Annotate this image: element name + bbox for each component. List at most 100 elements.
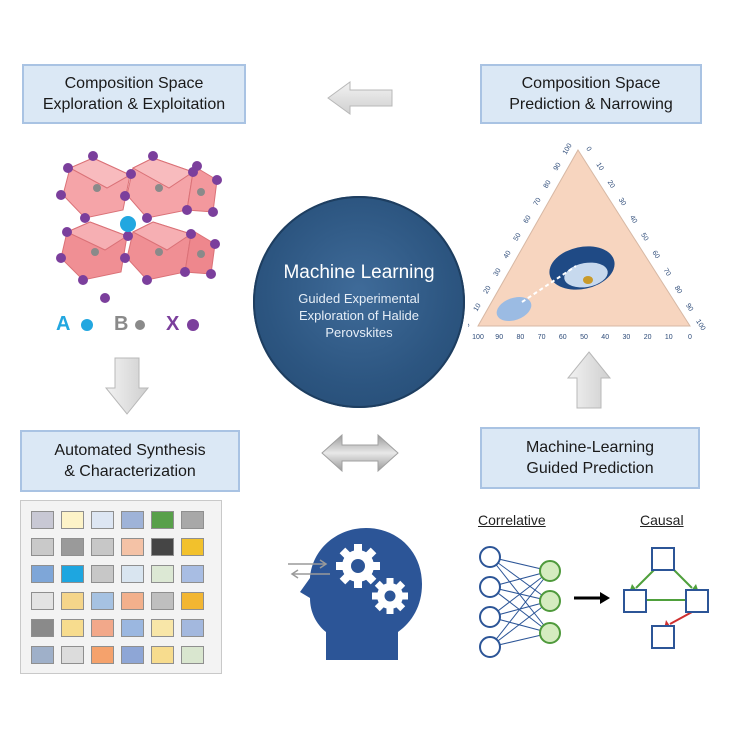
trajectory-line <box>521 265 577 303</box>
atoms-b <box>91 184 205 258</box>
head-gears-icon <box>288 528 422 660</box>
legend-x-label: X <box>166 313 180 335</box>
region-start-ellipse <box>496 296 532 322</box>
sample-cell <box>181 511 204 529</box>
ternary-ticks: 1000090101080202070303060404050505040606… <box>468 142 706 341</box>
legend-b-label: B <box>114 313 129 335</box>
ternary-tick-label: 80 <box>517 334 525 341</box>
box-line: Automated Synthesis <box>54 442 206 459</box>
sample-cell <box>151 565 174 583</box>
ternary-tick-label: 0 <box>688 334 692 341</box>
correlative-network <box>479 546 561 658</box>
atom-a-icon <box>81 319 93 331</box>
sample-cell <box>151 592 174 610</box>
double-arrow-icon <box>321 433 399 473</box>
sample-cell <box>121 646 144 664</box>
ternary-tick-label: 80 <box>673 285 683 295</box>
atom-b-icon <box>135 320 145 330</box>
ternary-tick-label: 70 <box>533 197 543 207</box>
sample-cell <box>121 565 144 583</box>
sample-cell <box>151 511 174 529</box>
sample-cell <box>121 511 144 529</box>
box-line: Composition Space <box>64 75 204 92</box>
ternary-tick-label: 50 <box>513 232 523 242</box>
region-small-ellipse <box>583 276 593 284</box>
sample-cell <box>61 646 84 664</box>
arrow-up-icon <box>566 351 612 409</box>
ternary-tick-label: 50 <box>580 334 588 341</box>
box-automated-synthesis: Automated Synthesis & Characterization <box>20 430 240 492</box>
ternary-tick-label: 40 <box>601 334 609 341</box>
sample-cell <box>121 538 144 556</box>
sample-cell <box>61 511 84 529</box>
ternary-tick-label: 60 <box>650 250 660 260</box>
atom-x-icon <box>187 319 199 331</box>
sample-cell <box>31 511 54 529</box>
arrow-left-icon <box>327 81 393 115</box>
center-subtitle-line3: Perovskites <box>325 325 393 340</box>
correlative-label: Correlative <box>478 512 546 528</box>
box-line: Exploration & Exploitation <box>42 96 226 113</box>
ternary-tick-label: 100 <box>472 334 484 341</box>
ternary-tick-label: 10 <box>473 302 483 312</box>
ternary-tick-label: 50 <box>639 232 649 242</box>
ternary-triangle <box>477 149 691 327</box>
box-line: Machine-Learning <box>525 439 655 456</box>
sample-cell <box>91 646 114 664</box>
sample-cell <box>31 565 54 583</box>
sample-cell <box>61 565 84 583</box>
sample-cell <box>121 592 144 610</box>
box-composition-exploration: Composition Space Exploration & Exploita… <box>22 64 246 124</box>
sample-cell <box>91 619 114 637</box>
sample-cell <box>181 538 204 556</box>
box-composition-prediction: Composition Space Prediction & Narrowing <box>480 64 702 124</box>
sample-cell <box>151 619 174 637</box>
ternary-tick-label: 90 <box>684 302 694 312</box>
ternary-tick-label: 70 <box>538 334 546 341</box>
ternary-tick-label: 100 <box>694 318 706 332</box>
sample-cell <box>91 538 114 556</box>
ternary-tick-label: 40 <box>503 250 513 260</box>
ternary-tick-label: 90 <box>553 162 563 172</box>
ternary-tick-label: 20 <box>606 179 616 189</box>
center-subtitle-line1: Guided Experimental <box>298 291 420 306</box>
center-circle: Machine Learning Guided Experimental Exp… <box>253 196 465 408</box>
arrow-right-icon <box>574 592 610 604</box>
ternary-tick-label: 40 <box>628 214 638 224</box>
ternary-tick-label: 100 <box>562 142 574 156</box>
center-subtitle-line2: Exploration of Halide <box>299 308 419 323</box>
sample-cell <box>91 565 114 583</box>
perovskite-crystal-illustration <box>56 151 222 303</box>
causal-graph <box>623 547 709 649</box>
arrow-down-icon <box>104 357 150 415</box>
atom-a-center <box>120 216 136 232</box>
box-line: Guided Prediction <box>526 460 654 477</box>
ternary-tick-label: 60 <box>523 214 533 224</box>
ternary-tick-label: 30 <box>617 197 627 207</box>
box-line: & Characterization <box>64 463 196 480</box>
ternary-tick-label: 0 <box>584 146 592 153</box>
atoms-x <box>56 151 222 303</box>
ternary-tick-label: 20 <box>483 285 493 295</box>
ternary-tick-label: 30 <box>623 334 631 341</box>
sample-cell <box>31 538 54 556</box>
sample-cell <box>31 592 54 610</box>
box-line: Composition Space <box>521 75 661 92</box>
ternary-tick-label: 90 <box>495 334 503 341</box>
octahedra <box>60 157 218 281</box>
region-mid-ellipse <box>564 262 608 288</box>
box-line: Prediction & Narrowing <box>509 96 673 113</box>
ternary-tick-label: 70 <box>662 267 672 277</box>
sample-cell <box>61 538 84 556</box>
sample-cell <box>91 511 114 529</box>
ternary-diagram: 1000090101080202070303060404050505040606… <box>468 142 706 341</box>
sample-cell <box>181 565 204 583</box>
sample-cell <box>61 619 84 637</box>
ternary-tick-label: 20 <box>644 334 652 341</box>
sample-cell <box>31 646 54 664</box>
ternary-tick-label: 0 <box>468 322 472 329</box>
ternary-tick-label: 80 <box>543 179 553 189</box>
ternary-tick-label: 60 <box>559 334 567 341</box>
sample-cell <box>181 619 204 637</box>
sample-grid-panel <box>20 500 222 674</box>
